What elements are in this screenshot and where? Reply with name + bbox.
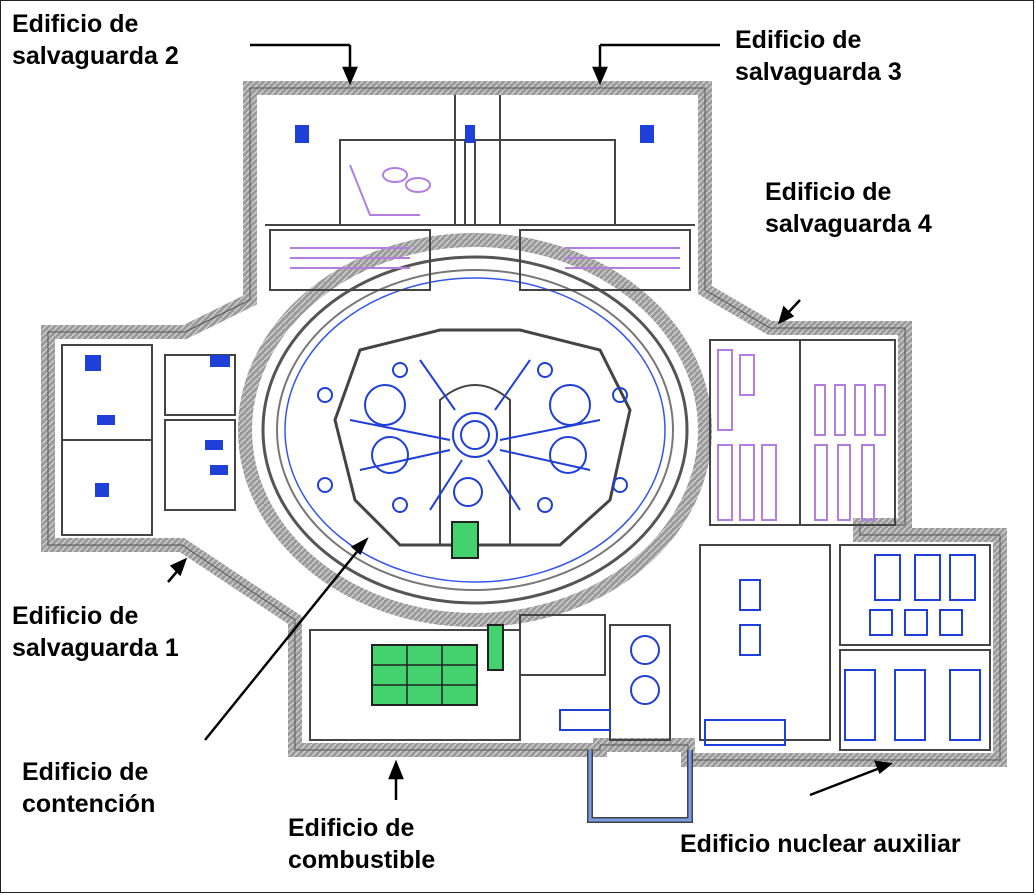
label-combustible: Edificio de combustible [288, 814, 436, 874]
discharge-pipe [587, 750, 693, 823]
label-salvaguarda-4: Edificio de salvaguarda 4 [765, 178, 932, 238]
top-purple-equipment [290, 164, 680, 269]
aux-blue-equipment [704, 554, 981, 746]
left-block-rooms [61, 344, 236, 536]
right-block-rooms [709, 339, 896, 526]
reactor-equipment [317, 359, 628, 513]
arrow-salvaguarda-4 [778, 299, 801, 325]
inner-green-pool [451, 521, 479, 559]
label-nuclear-auxiliar: Edificio nuclear auxiliar [680, 830, 961, 858]
top-blue-equipment [295, 125, 654, 143]
left-blue-equipment [85, 355, 230, 497]
top-block-rooms [265, 95, 695, 291]
label-contencion: Edificio de contención [22, 758, 156, 818]
label-salvaguarda-3: Edificio de salvaguarda 3 [735, 26, 902, 86]
fuel-block-rooms [309, 614, 671, 741]
arrow-combustible [388, 759, 404, 800]
label-salvaguarda-1: Edificio de salvaguarda 1 [12, 602, 179, 662]
arrows [167, 43, 894, 800]
fuel-blue-equipment [559, 635, 660, 731]
label-salvaguarda-2: Edificio de salvaguarda 2 [12, 10, 179, 70]
outer-wall [41, 81, 1007, 767]
aux-block-rooms [699, 544, 991, 751]
containment-rings [238, 233, 712, 627]
arrow-salvaguarda-2 [250, 43, 358, 86]
right-purple-equipment [717, 349, 886, 521]
arrow-contencion [204, 537, 369, 741]
arrow-salvaguarda-3 [592, 43, 720, 86]
arrow-salvaguarda-1 [167, 557, 188, 583]
arrow-nuclear-auxiliar [809, 760, 894, 797]
reactor-core-area [333, 328, 632, 547]
fuel-pool [371, 624, 504, 706]
